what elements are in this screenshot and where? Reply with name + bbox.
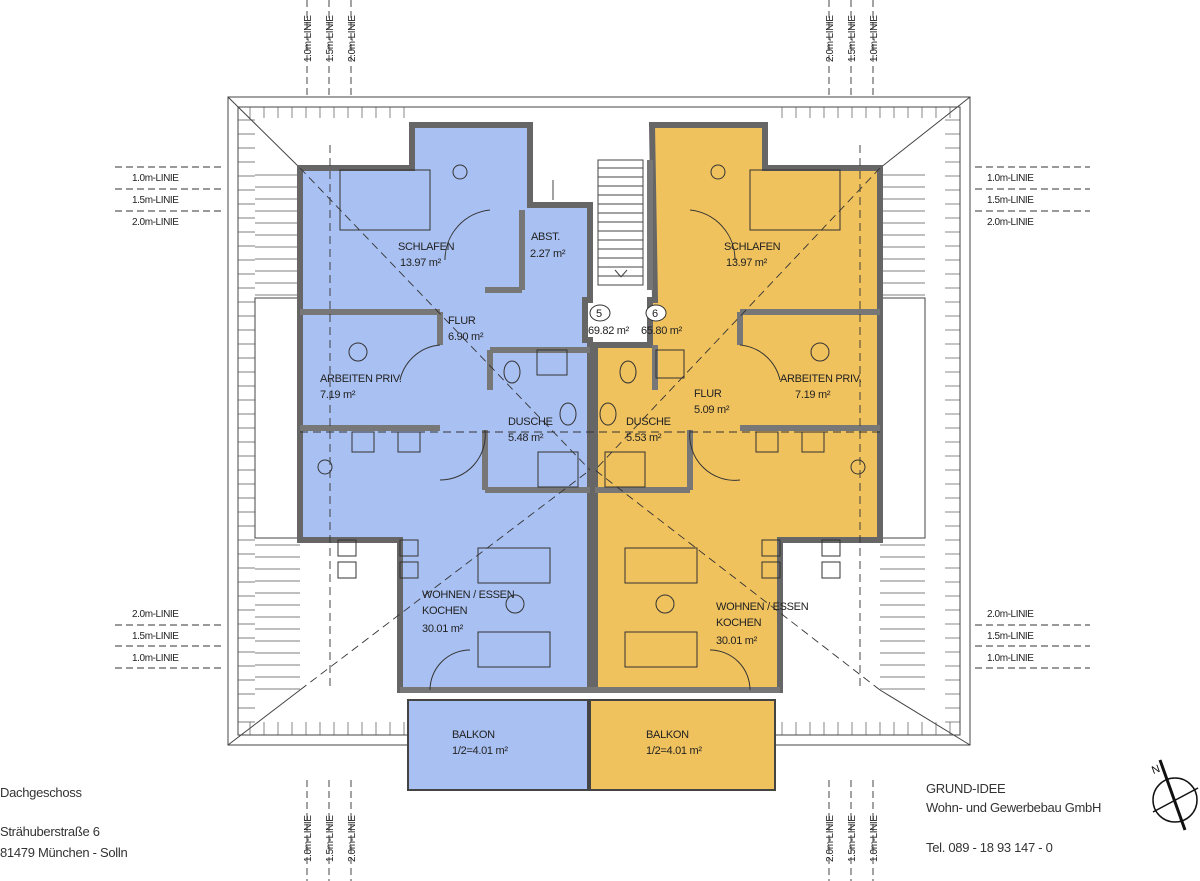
room-area: 5.48 m²: [508, 432, 544, 444]
dim-label: 2.0m-LINIE: [987, 609, 1034, 620]
dim-label: 1.5m-LINIE: [132, 195, 179, 206]
unit-5-number: 5: [596, 308, 602, 320]
roof-tiles-hatching: [238, 107, 960, 735]
company-phone: Tel. 089 - 18 93 147 - 0: [926, 840, 1053, 855]
room-labels-unit-5: SCHLAFEN 13.97 m² ABST. 2.27 m² FLUR 6.9…: [320, 231, 566, 757]
unit-5-area: [297, 122, 593, 791]
dim-label: 2.0m-LINIE: [825, 15, 836, 62]
dim-label: 1.0m-LINIE: [869, 15, 880, 62]
room-area: 30.01 m²: [422, 623, 464, 635]
room-area: 6.90 m²: [448, 331, 484, 343]
room-area: 7.19 m²: [795, 389, 831, 401]
dim-label: 1.5m-LINIE: [325, 15, 336, 62]
dormer-left: [254, 297, 301, 539]
room-area: 5.09 m²: [694, 404, 730, 416]
svg-text:N: N: [1150, 763, 1162, 777]
dimension-labels: 1.0m-LINIE 1.5m-LINIE 2.0m-LINIE 2.0m-LI…: [132, 15, 1035, 862]
dim-label: 1.5m-LINIE: [132, 631, 179, 642]
dim-label: 1.0m-LINIE: [869, 815, 880, 862]
dim-label: 1.0m-LINIE: [303, 815, 314, 862]
room-labels-unit-6: SCHLAFEN 13.97 m² FLUR 5.09 m² ARBEITEN …: [626, 241, 862, 757]
room-name: WOHNEN / ESSEN: [422, 589, 515, 601]
unit-6-area: 65.80 m²: [641, 325, 683, 337]
room-area: 1/2=4.01 m²: [646, 745, 702, 757]
room-name: DUSCHE: [626, 416, 671, 428]
dim-label: 1.0m-LINIE: [987, 173, 1034, 184]
room-name: FLUR: [694, 388, 722, 400]
dim-label: 1.5m-LINIE: [847, 15, 858, 62]
dim-label: 1.5m-LINIE: [987, 195, 1034, 206]
room-area: 2.27 m²: [530, 248, 566, 260]
dim-label: 2.0m-LINIE: [347, 15, 358, 62]
room-area: 13.97 m²: [400, 257, 442, 269]
room-area: 30.01 m²: [716, 635, 758, 647]
dim-label: 2.0m-LINIE: [987, 217, 1034, 228]
roof-ridge-lines: [299, 145, 881, 691]
dim-label: 1.0m-LINIE: [132, 173, 179, 184]
dim-label: 1.0m-LINIE: [303, 15, 314, 62]
floor-label: Dachgeschoss: [0, 785, 82, 800]
staircase: [552, 159, 644, 286]
room-area: 5.53 m²: [626, 432, 662, 444]
room-name: ABST.: [531, 231, 560, 243]
dim-label: 1.5m-LINIE: [325, 815, 336, 862]
dormer-right: [879, 297, 926, 539]
dim-label: 1.0m-LINIE: [132, 653, 179, 664]
room-name: SCHLAFEN: [724, 241, 781, 253]
north-arrow-icon: N: [1150, 759, 1199, 831]
room-name: WOHNEN / ESSEN: [716, 601, 809, 613]
room-name: FLUR: [448, 315, 476, 327]
unit-6-area: [589, 122, 883, 791]
room-area: 7.19 m²: [320, 389, 356, 401]
dim-label: 2.0m-LINIE: [132, 609, 179, 620]
furniture: [317, 164, 866, 691]
company-subtitle: Wohn- und Gewerbebau GmbH: [926, 800, 1102, 815]
dim-label: 2.0m-LINIE: [825, 815, 836, 862]
unit-5-area: 69.82 m²: [588, 325, 630, 337]
dim-label: 1.0m-LINIE: [987, 653, 1034, 664]
room-name: SCHLAFEN: [398, 241, 455, 253]
room-name: BALKON: [452, 729, 495, 741]
room-name: DUSCHE: [508, 416, 553, 428]
dimension-lines: [115, 0, 1090, 881]
room-name: ARBEITEN PRIV.: [780, 373, 862, 385]
unit-markers: 5 6 69.82 m² 65.80 m²: [588, 304, 683, 337]
interior-walls: [300, 160, 880, 693]
company-name: GRUND-IDEE: [926, 781, 1006, 796]
dim-label: 1.5m-LINIE: [847, 815, 858, 862]
address-street: Strähuberstraße 6: [0, 824, 100, 839]
address-city: 81479 München - Solln: [0, 845, 128, 860]
unit-6-number: 6: [652, 308, 658, 320]
room-name: KOCHEN: [422, 605, 468, 617]
room-area: 13.97 m²: [726, 257, 768, 269]
room-name: ARBEITEN PRIV.: [320, 373, 402, 385]
dim-label: 1.5m-LINIE: [987, 631, 1034, 642]
room-area: 1/2=4.01 m²: [452, 745, 508, 757]
room-name: BALKON: [646, 729, 689, 741]
room-name: KOCHEN: [716, 617, 762, 629]
dim-label: 2.0m-LINIE: [347, 815, 358, 862]
dim-label: 2.0m-LINIE: [132, 217, 179, 228]
